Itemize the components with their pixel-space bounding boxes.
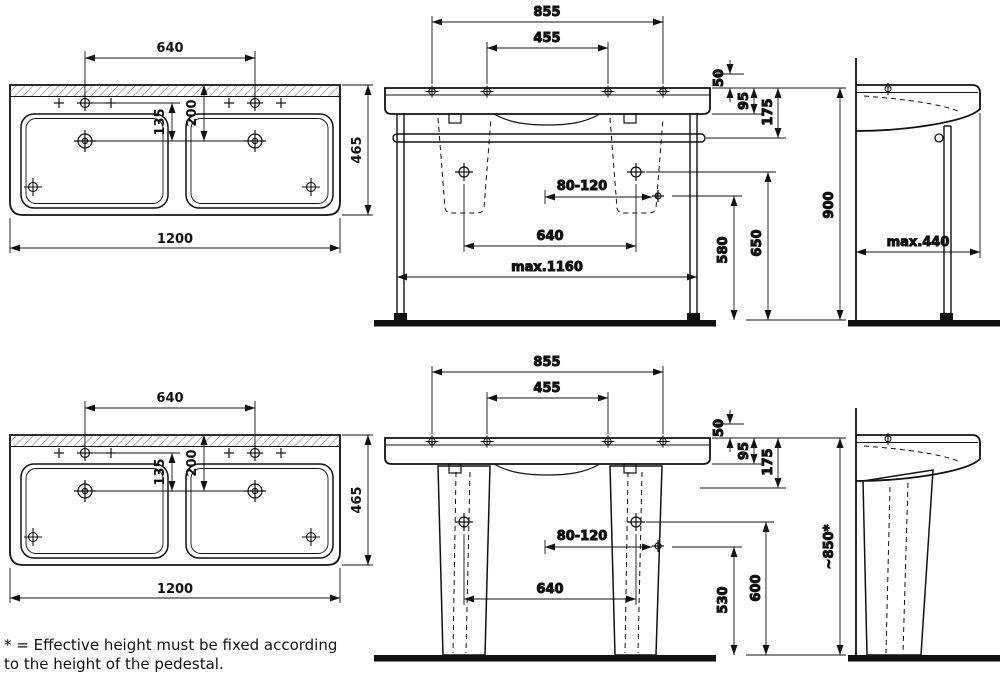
dim-outer-hole-spacing: 855 (533, 5, 560, 20)
front-frame-dimension-lines (396, 16, 846, 321)
basin-side-profile (855, 434, 981, 482)
plan-view-bottom: 640 1200 135 200 465 (10, 391, 373, 603)
dim-overall-depth: 465 (350, 486, 365, 513)
dim-drain-spacing: 640 (536, 582, 563, 597)
frame-leg-side (940, 125, 953, 321)
dim-drain-offset-range: 80-120 (557, 179, 608, 194)
dim-edge-to-drain: 200 (185, 99, 200, 126)
dim-max-depth: max.440 (887, 235, 950, 250)
dim-overall-width: 1200 (157, 582, 193, 597)
dim-drain-height: 580 (716, 236, 731, 263)
front-view-pedestal: 855 455 80-120 640 50 95 175 530 600 ~85… (374, 355, 846, 662)
dim-inner-hole-spacing: 455 (533, 381, 560, 396)
dim-trap-height: 650 (750, 229, 765, 256)
dim-tap-offset: 50 (712, 419, 727, 437)
dim-trap-height: 600 (749, 574, 764, 601)
drain-connection-symbols (455, 513, 664, 552)
side-view-pedestal (848, 408, 1000, 662)
footnote-line-2: to the height of the pedestal. (4, 655, 224, 673)
floor-line (374, 320, 716, 327)
side-frame-dimension-lines (856, 113, 981, 258)
basin-front-outline (384, 437, 711, 465)
footnote-line-1: * = Effective height must be fixed accor… (4, 636, 337, 654)
dim-drain-height: 530 (716, 586, 731, 613)
hidden-bowl-right (609, 117, 664, 214)
plan-view-geometry (10, 51, 373, 253)
dim-overall-height: 900 (822, 191, 837, 218)
dim-edge-to-drain: 200 (185, 449, 200, 476)
wall-bracket-left (448, 113, 462, 124)
center-underside-curve (493, 113, 601, 126)
floor-line (374, 655, 716, 662)
hidden-bowl-left (437, 117, 492, 214)
dim-overall-depth: 465 (350, 136, 365, 163)
center-underside-curve (493, 463, 601, 476)
plan-view-top: 640 1200 135 200 465 (10, 41, 373, 253)
front-view-frame: 855 455 80-120 640 max.1160 50 95 175 58… (374, 5, 846, 327)
side-view-frame: max.440 (848, 58, 1000, 327)
dim-front-edge-height: 95 (737, 442, 752, 460)
wall-bracket-right (623, 113, 637, 124)
wall-bracket-left (448, 463, 462, 474)
hidden-bowl-side (863, 445, 959, 462)
dim-tap-hole-spacing: 640 (156, 391, 183, 406)
dim-inner-hole-spacing: 455 (533, 31, 560, 46)
dim-overall-width: 1200 (157, 232, 193, 247)
pedestal-side-profile (862, 469, 934, 656)
dim-hole-to-drain: 135 (153, 108, 168, 135)
floor-line-side (848, 655, 1000, 662)
dim-tap-offset: 50 (712, 69, 727, 87)
footnote: * = Effective height must be fixed accor… (4, 636, 337, 673)
hidden-bowl-side (863, 95, 959, 112)
dim-apron-height: 175 (761, 98, 776, 125)
drain-connection-symbols (455, 163, 664, 202)
towel-rail-section (934, 133, 944, 143)
dim-effective-height: ~850* (822, 524, 837, 569)
tap-hole-side (884, 433, 892, 445)
leg-foot-right (687, 313, 700, 321)
dim-drain-spacing: 640 (536, 229, 563, 244)
leg-foot-left (394, 313, 407, 321)
leg-foot-side (940, 313, 953, 321)
dim-hole-to-drain: 135 (153, 458, 168, 485)
dim-max-frame-width: max.1160 (511, 260, 583, 275)
basin-front-outline (384, 87, 711, 115)
front-pedestal-dimension-lines (431, 366, 846, 656)
tap-hole-symbols-front (425, 435, 670, 448)
towel-rail (392, 133, 706, 143)
basin-side-profile (855, 84, 981, 132)
dim-drain-offset-range: 80-120 (557, 529, 608, 544)
dim-tap-hole-spacing: 640 (156, 41, 183, 56)
plan-view-geometry (10, 401, 373, 603)
dim-apron-height: 175 (761, 448, 776, 475)
dim-front-edge-height: 95 (737, 92, 752, 110)
floor-line-side (848, 320, 1000, 327)
tap-hole-side (884, 83, 892, 95)
wall-bracket-right (623, 463, 637, 474)
dim-outer-hole-spacing: 855 (533, 355, 560, 370)
tap-hole-symbols-front (425, 85, 670, 98)
